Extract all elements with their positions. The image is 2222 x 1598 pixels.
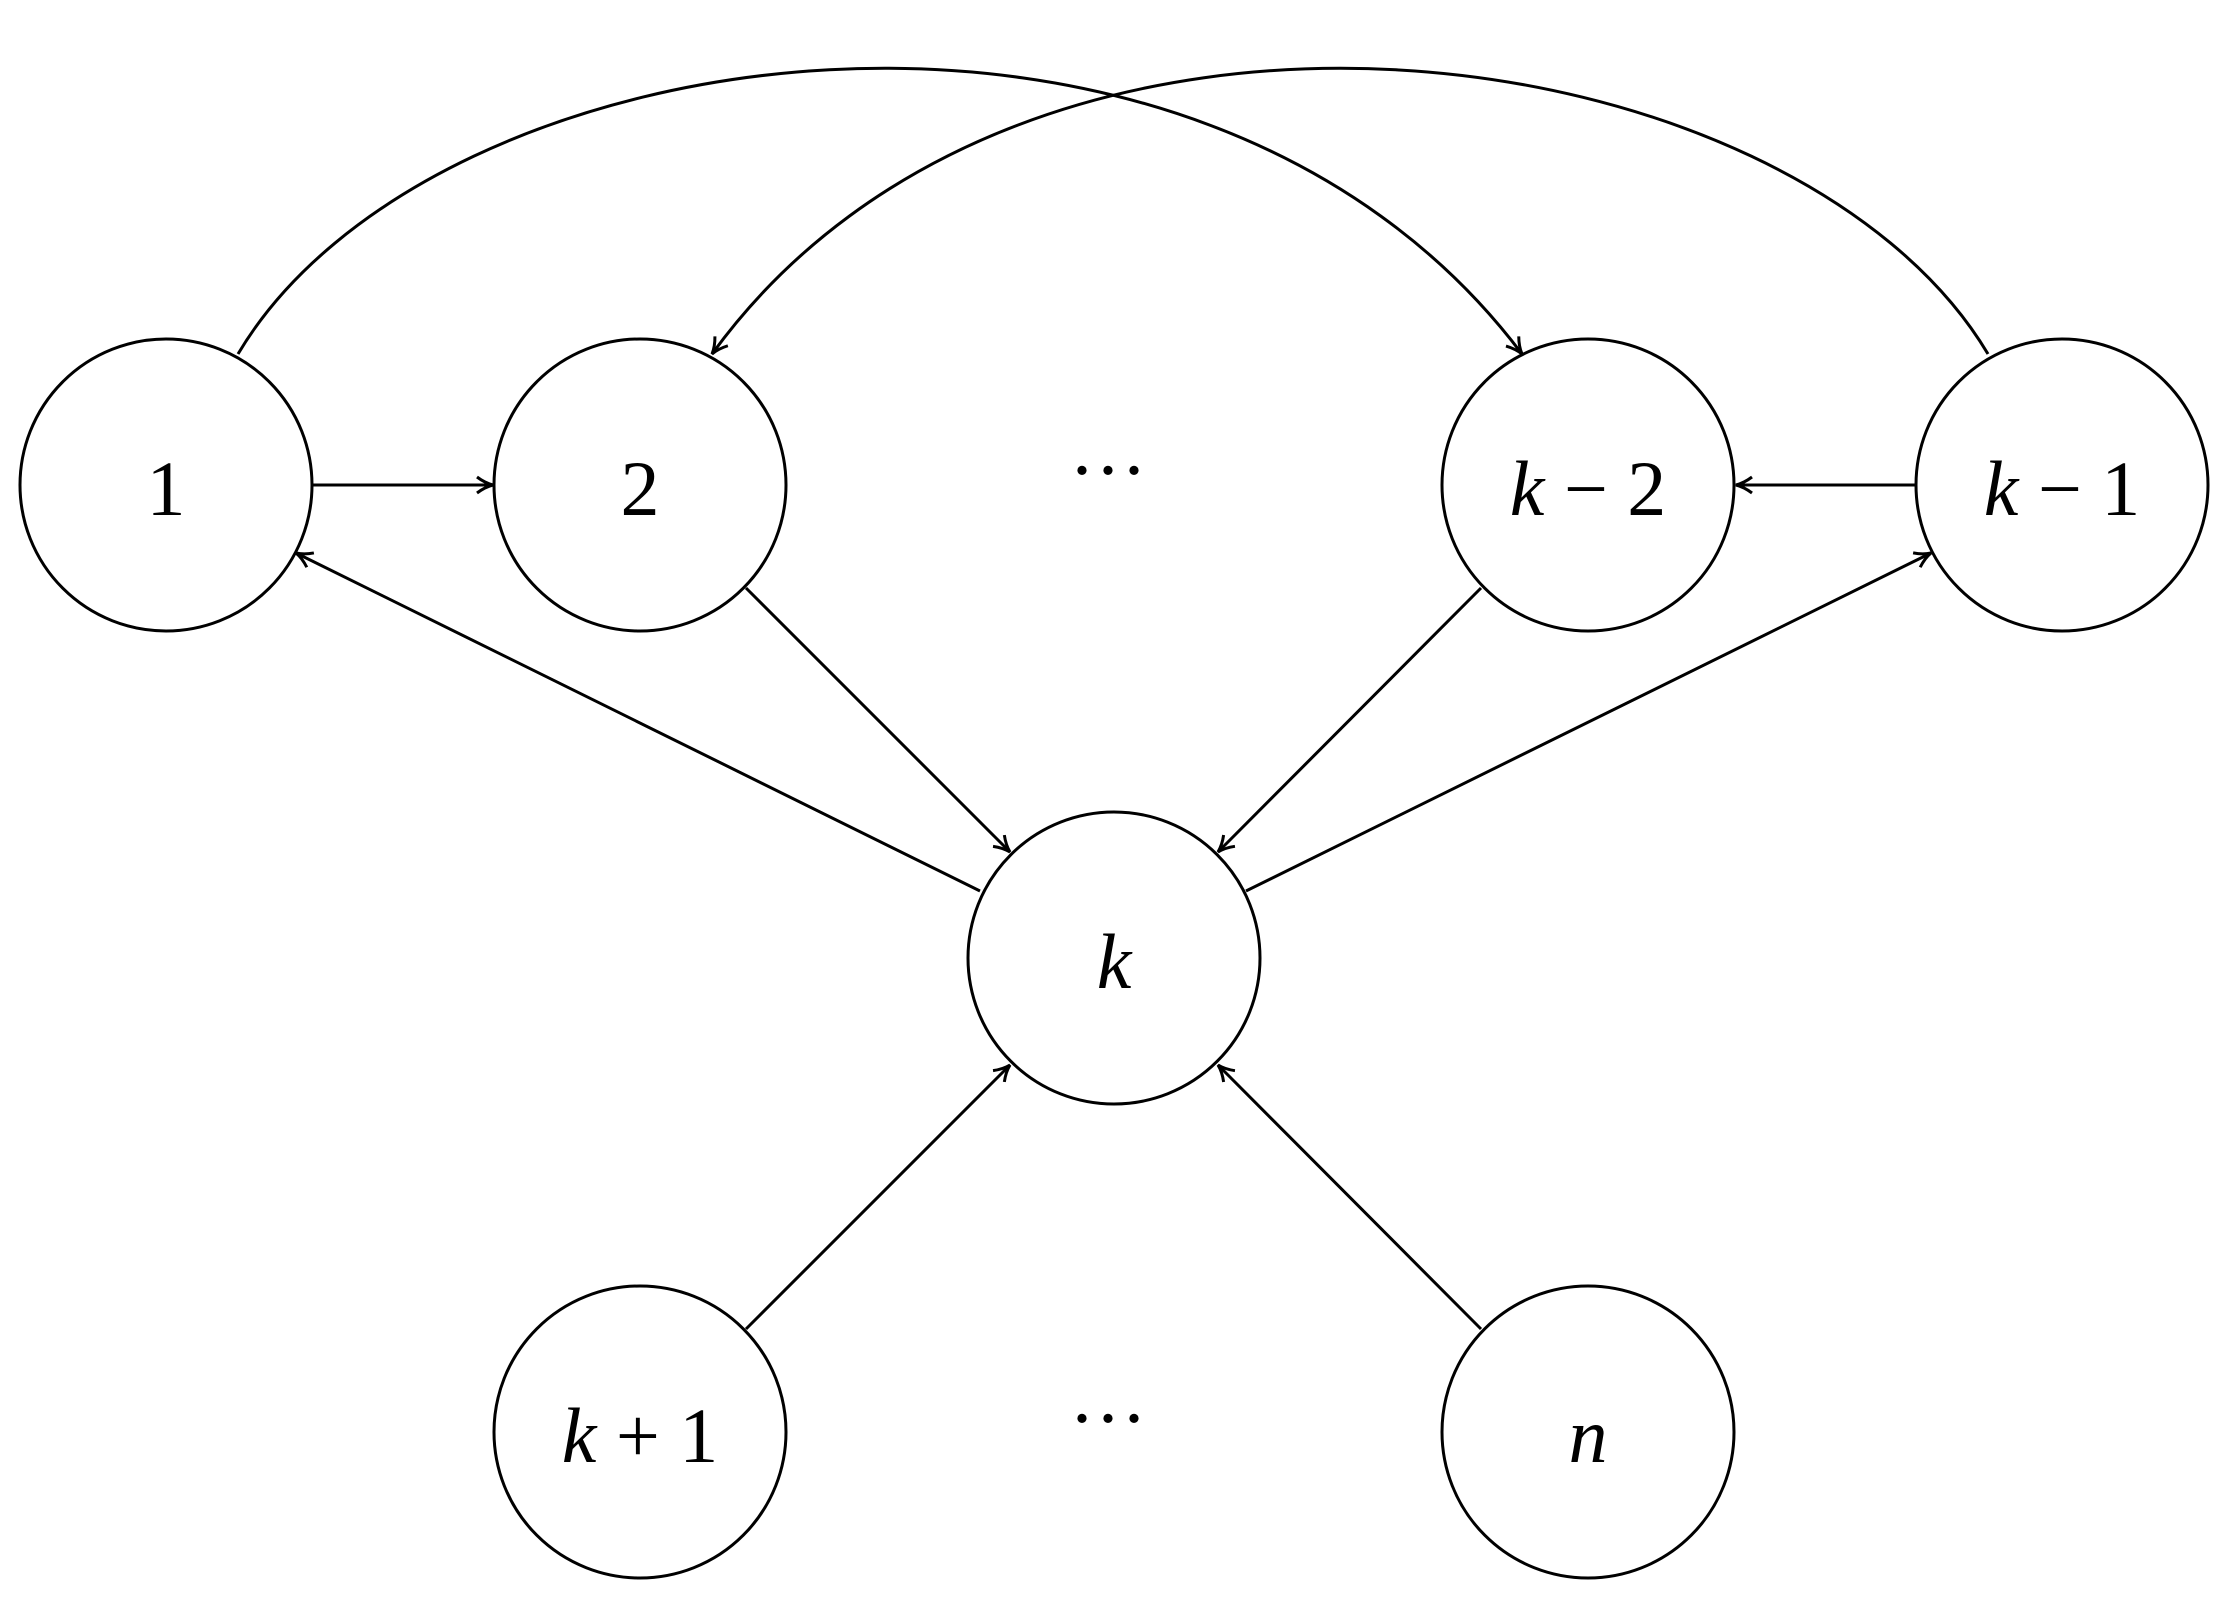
node-k-circle <box>966 810 1262 1106</box>
node-n-circle <box>1440 1284 1736 1580</box>
node-k-minus-1-label: k − 1 <box>1984 445 2141 532</box>
edge-k-to-1 <box>295 551 981 893</box>
ellipsis-top: ··· <box>1069 427 1147 514</box>
edge-k-minus-2-to-k <box>1216 586 1483 854</box>
edge-k-plus-1-to-k <box>744 1063 1012 1331</box>
edge-k-minus-1-to-2 <box>710 66 1990 356</box>
node-1: 1 <box>18 337 314 633</box>
edge-n-to-k <box>1216 1063 1483 1331</box>
node-1-circle <box>18 337 314 633</box>
node-k-plus-1-circle <box>492 1284 788 1580</box>
ellipsis-bottom: ··· <box>1069 1375 1147 1462</box>
edge-1-to-k-minus-2 <box>236 66 1524 356</box>
edge-k-to-k-minus-1 <box>1245 551 1932 893</box>
node-k-minus-1-circle <box>1914 337 2210 633</box>
node-1-label: 1 <box>147 445 186 532</box>
node-n: n <box>1440 1284 1736 1580</box>
node-k-plus-1: k + 1 <box>492 1284 788 1580</box>
node-k-label: k <box>1097 918 1133 1005</box>
edge-2-to-k <box>744 586 1012 854</box>
node-2-circle <box>492 337 788 633</box>
node-2-label: 2 <box>621 445 660 532</box>
node-k-minus-2: k − 2 <box>1440 337 1736 633</box>
node-2: 2 <box>492 337 788 633</box>
node-k-minus-2-label: k − 2 <box>1510 445 1667 532</box>
edges <box>236 66 1990 1331</box>
node-k: k <box>966 810 1262 1106</box>
node-k-plus-1-label: k + 1 <box>562 1392 719 1479</box>
node-k-minus-1: k − 1 <box>1914 337 2210 633</box>
node-n-label: n <box>1569 1392 1608 1479</box>
node-k-minus-2-circle <box>1440 337 1736 633</box>
